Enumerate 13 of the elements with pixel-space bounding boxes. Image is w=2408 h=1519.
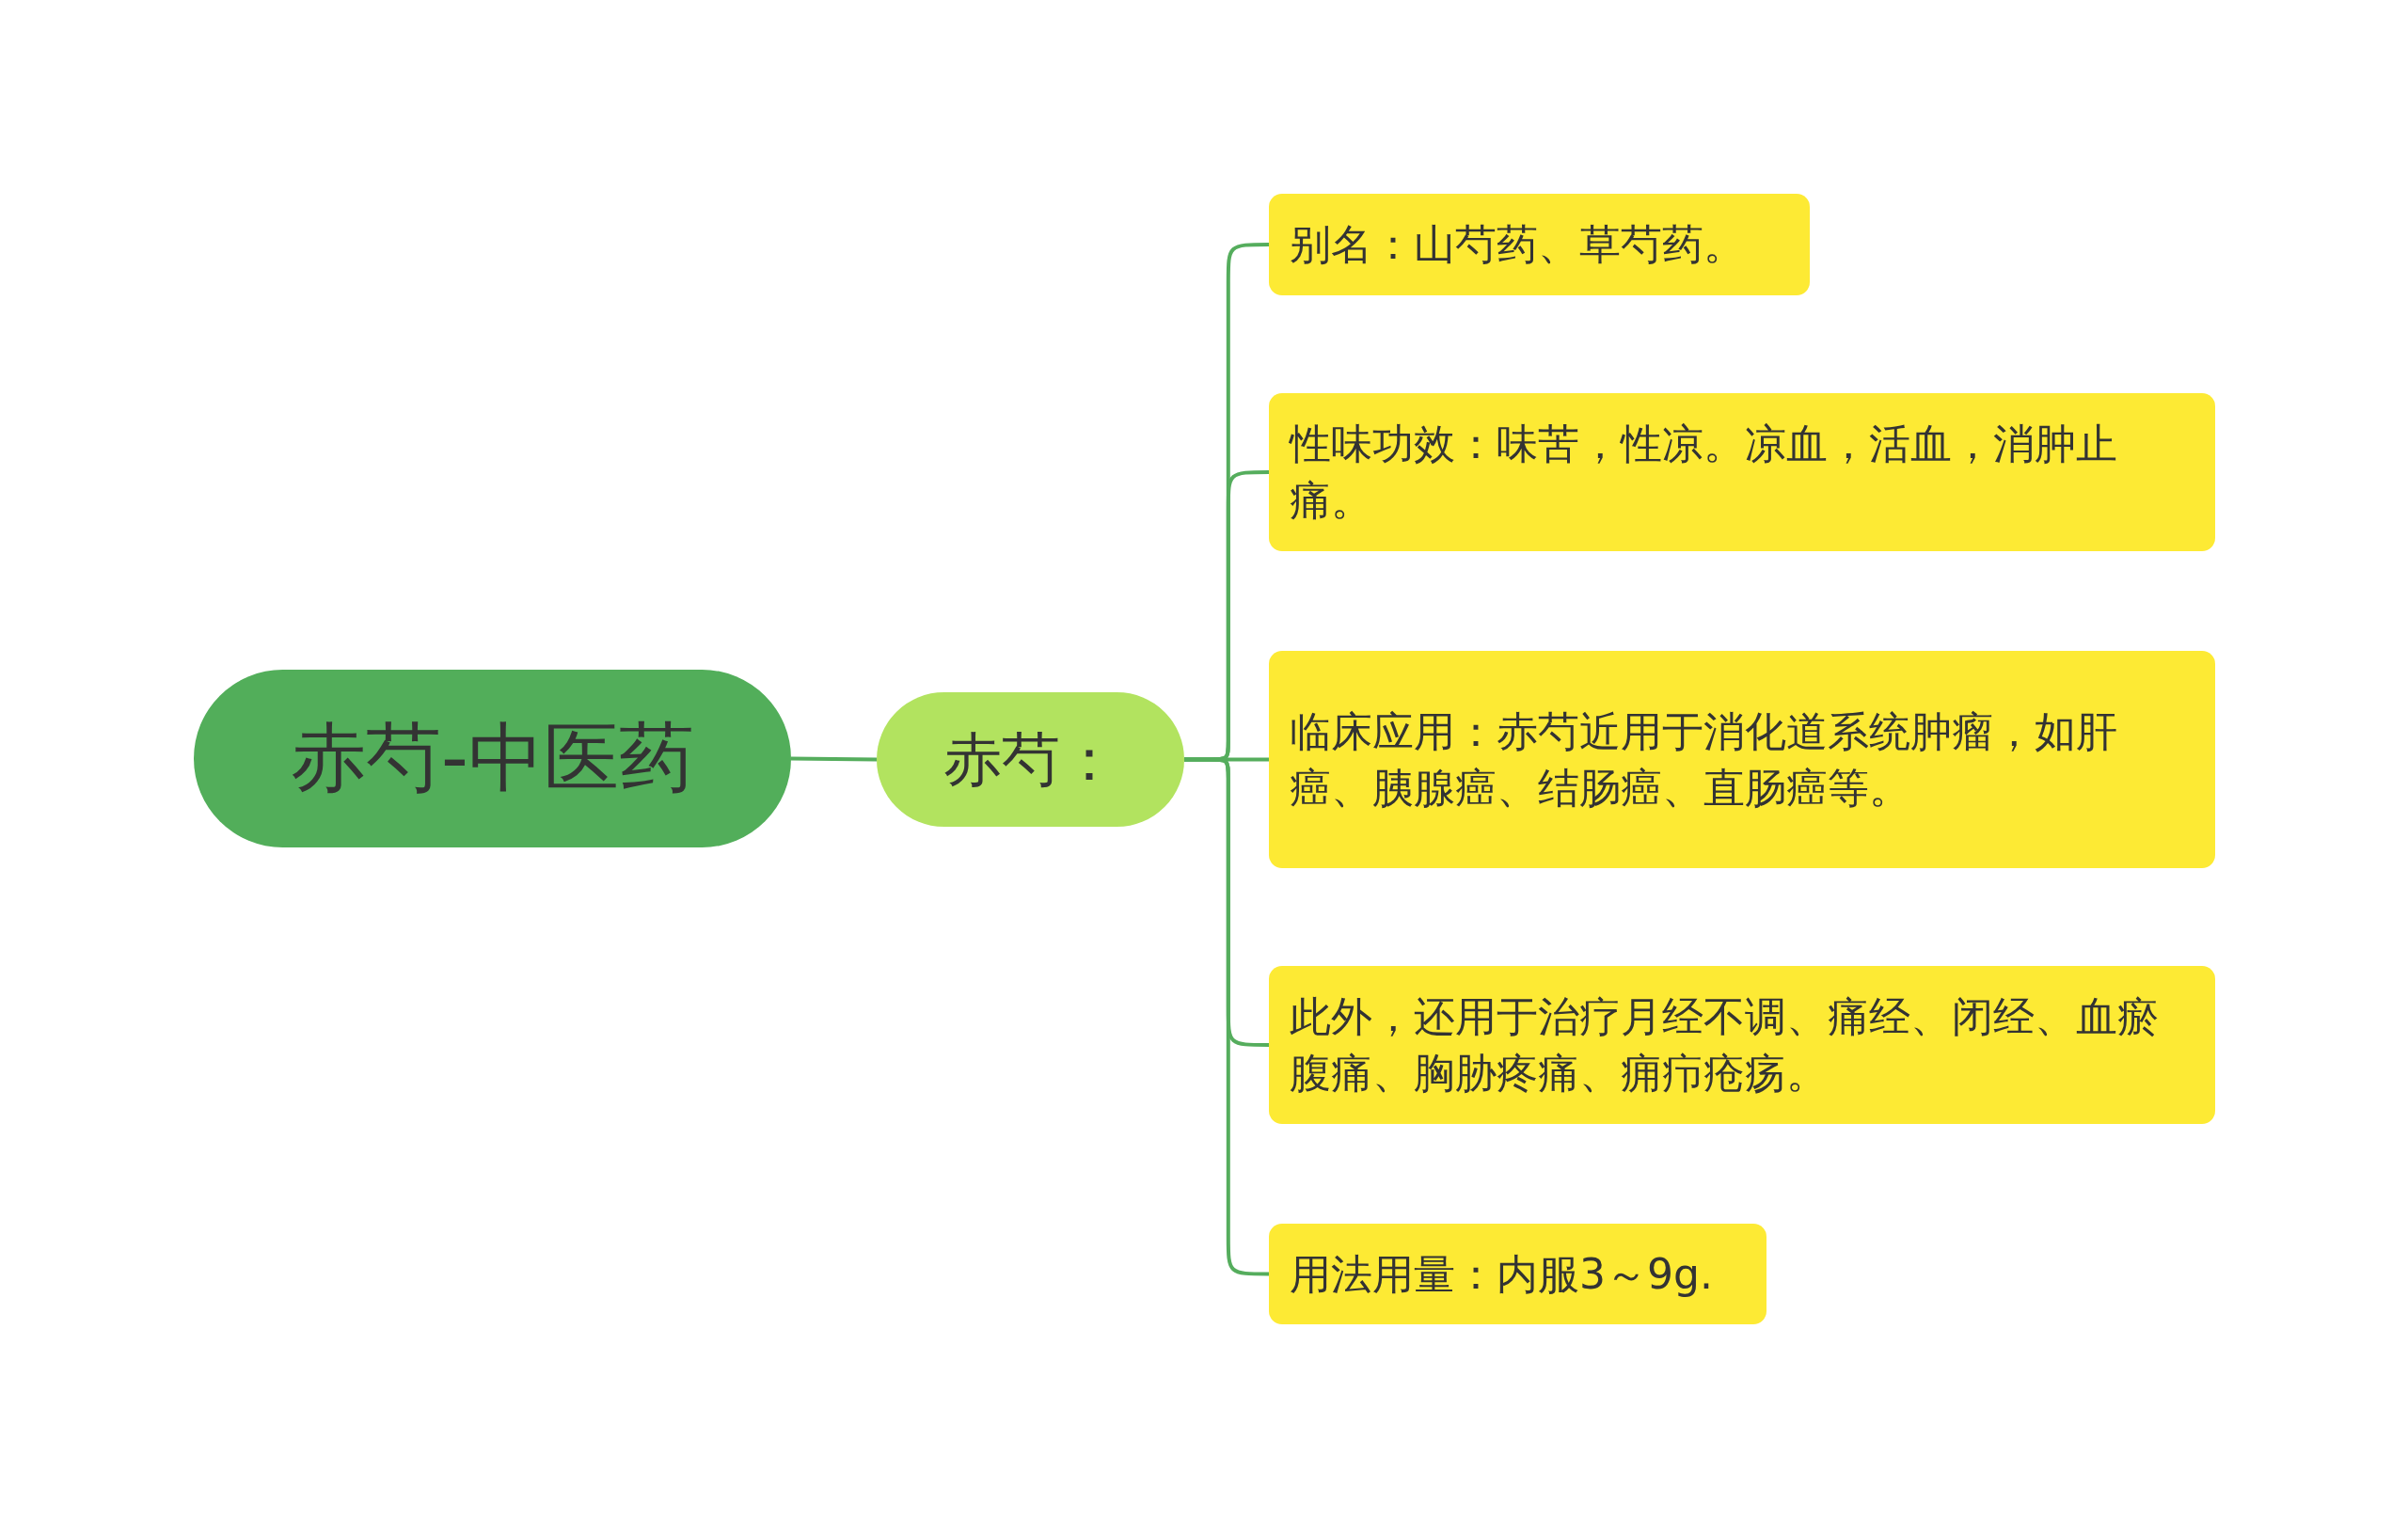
note-box [1269,966,2215,1124]
node-text: 用法用量：内服3～9g. [1290,1248,1713,1300]
node-text: 此外，还用于治疗月经不调、痛经、闭经、血瘀腹痛、胸胁疼痛、痈疖疮疡。 [1290,991,2160,1099]
node-text: 性味功效：味苦，性凉。凉血，活血，消肿止痛。 [1290,419,2118,526]
node-text: 别名：山芍药、草芍药。 [1290,219,1745,270]
node-text: 赤芍： [943,723,1118,796]
node-text: 赤芍-中医药 [291,712,694,803]
note-box [1269,393,2215,551]
connector-line [790,756,878,762]
note-box [1269,651,2215,868]
note-box [1269,194,1810,295]
node-text: 临床应用：赤芍近用于消化道系统肿瘤，如肝癌、胰腺癌、结肠癌、直肠癌等。 [1290,705,2118,814]
note-box [1269,1224,1766,1324]
